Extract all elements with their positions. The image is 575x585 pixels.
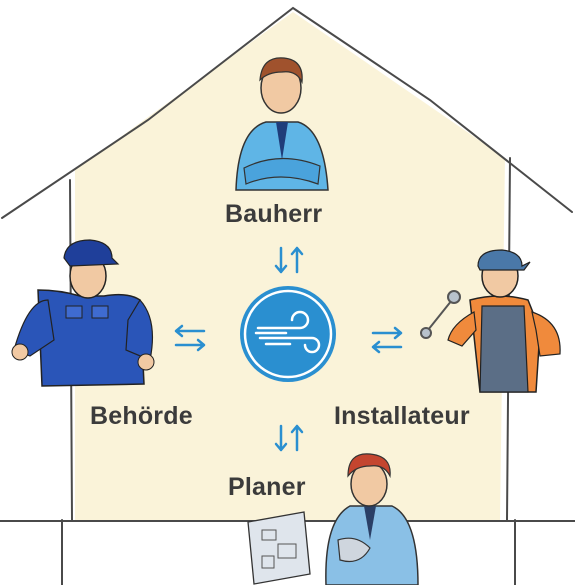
planer-label: Planer — [228, 473, 306, 501]
behoerde-label: Behörde — [90, 402, 193, 430]
house-shape — [75, 12, 505, 520]
installateur-label: Installateur — [334, 402, 470, 430]
blueprint-icon — [247, 511, 311, 585]
planer-figure — [247, 453, 419, 585]
bauherr-label: Bauherr — [225, 200, 323, 228]
arrows-bottom — [274, 424, 304, 452]
arrows-right — [371, 326, 403, 354]
bauherr-figure — [235, 57, 329, 191]
arrows-left — [174, 324, 206, 352]
wrench-icon — [420, 290, 461, 339]
behoerde-figure — [11, 239, 155, 387]
arrows-top — [274, 246, 304, 274]
wind-ventilation-icon — [240, 286, 336, 382]
installateur-figure — [420, 249, 561, 393]
